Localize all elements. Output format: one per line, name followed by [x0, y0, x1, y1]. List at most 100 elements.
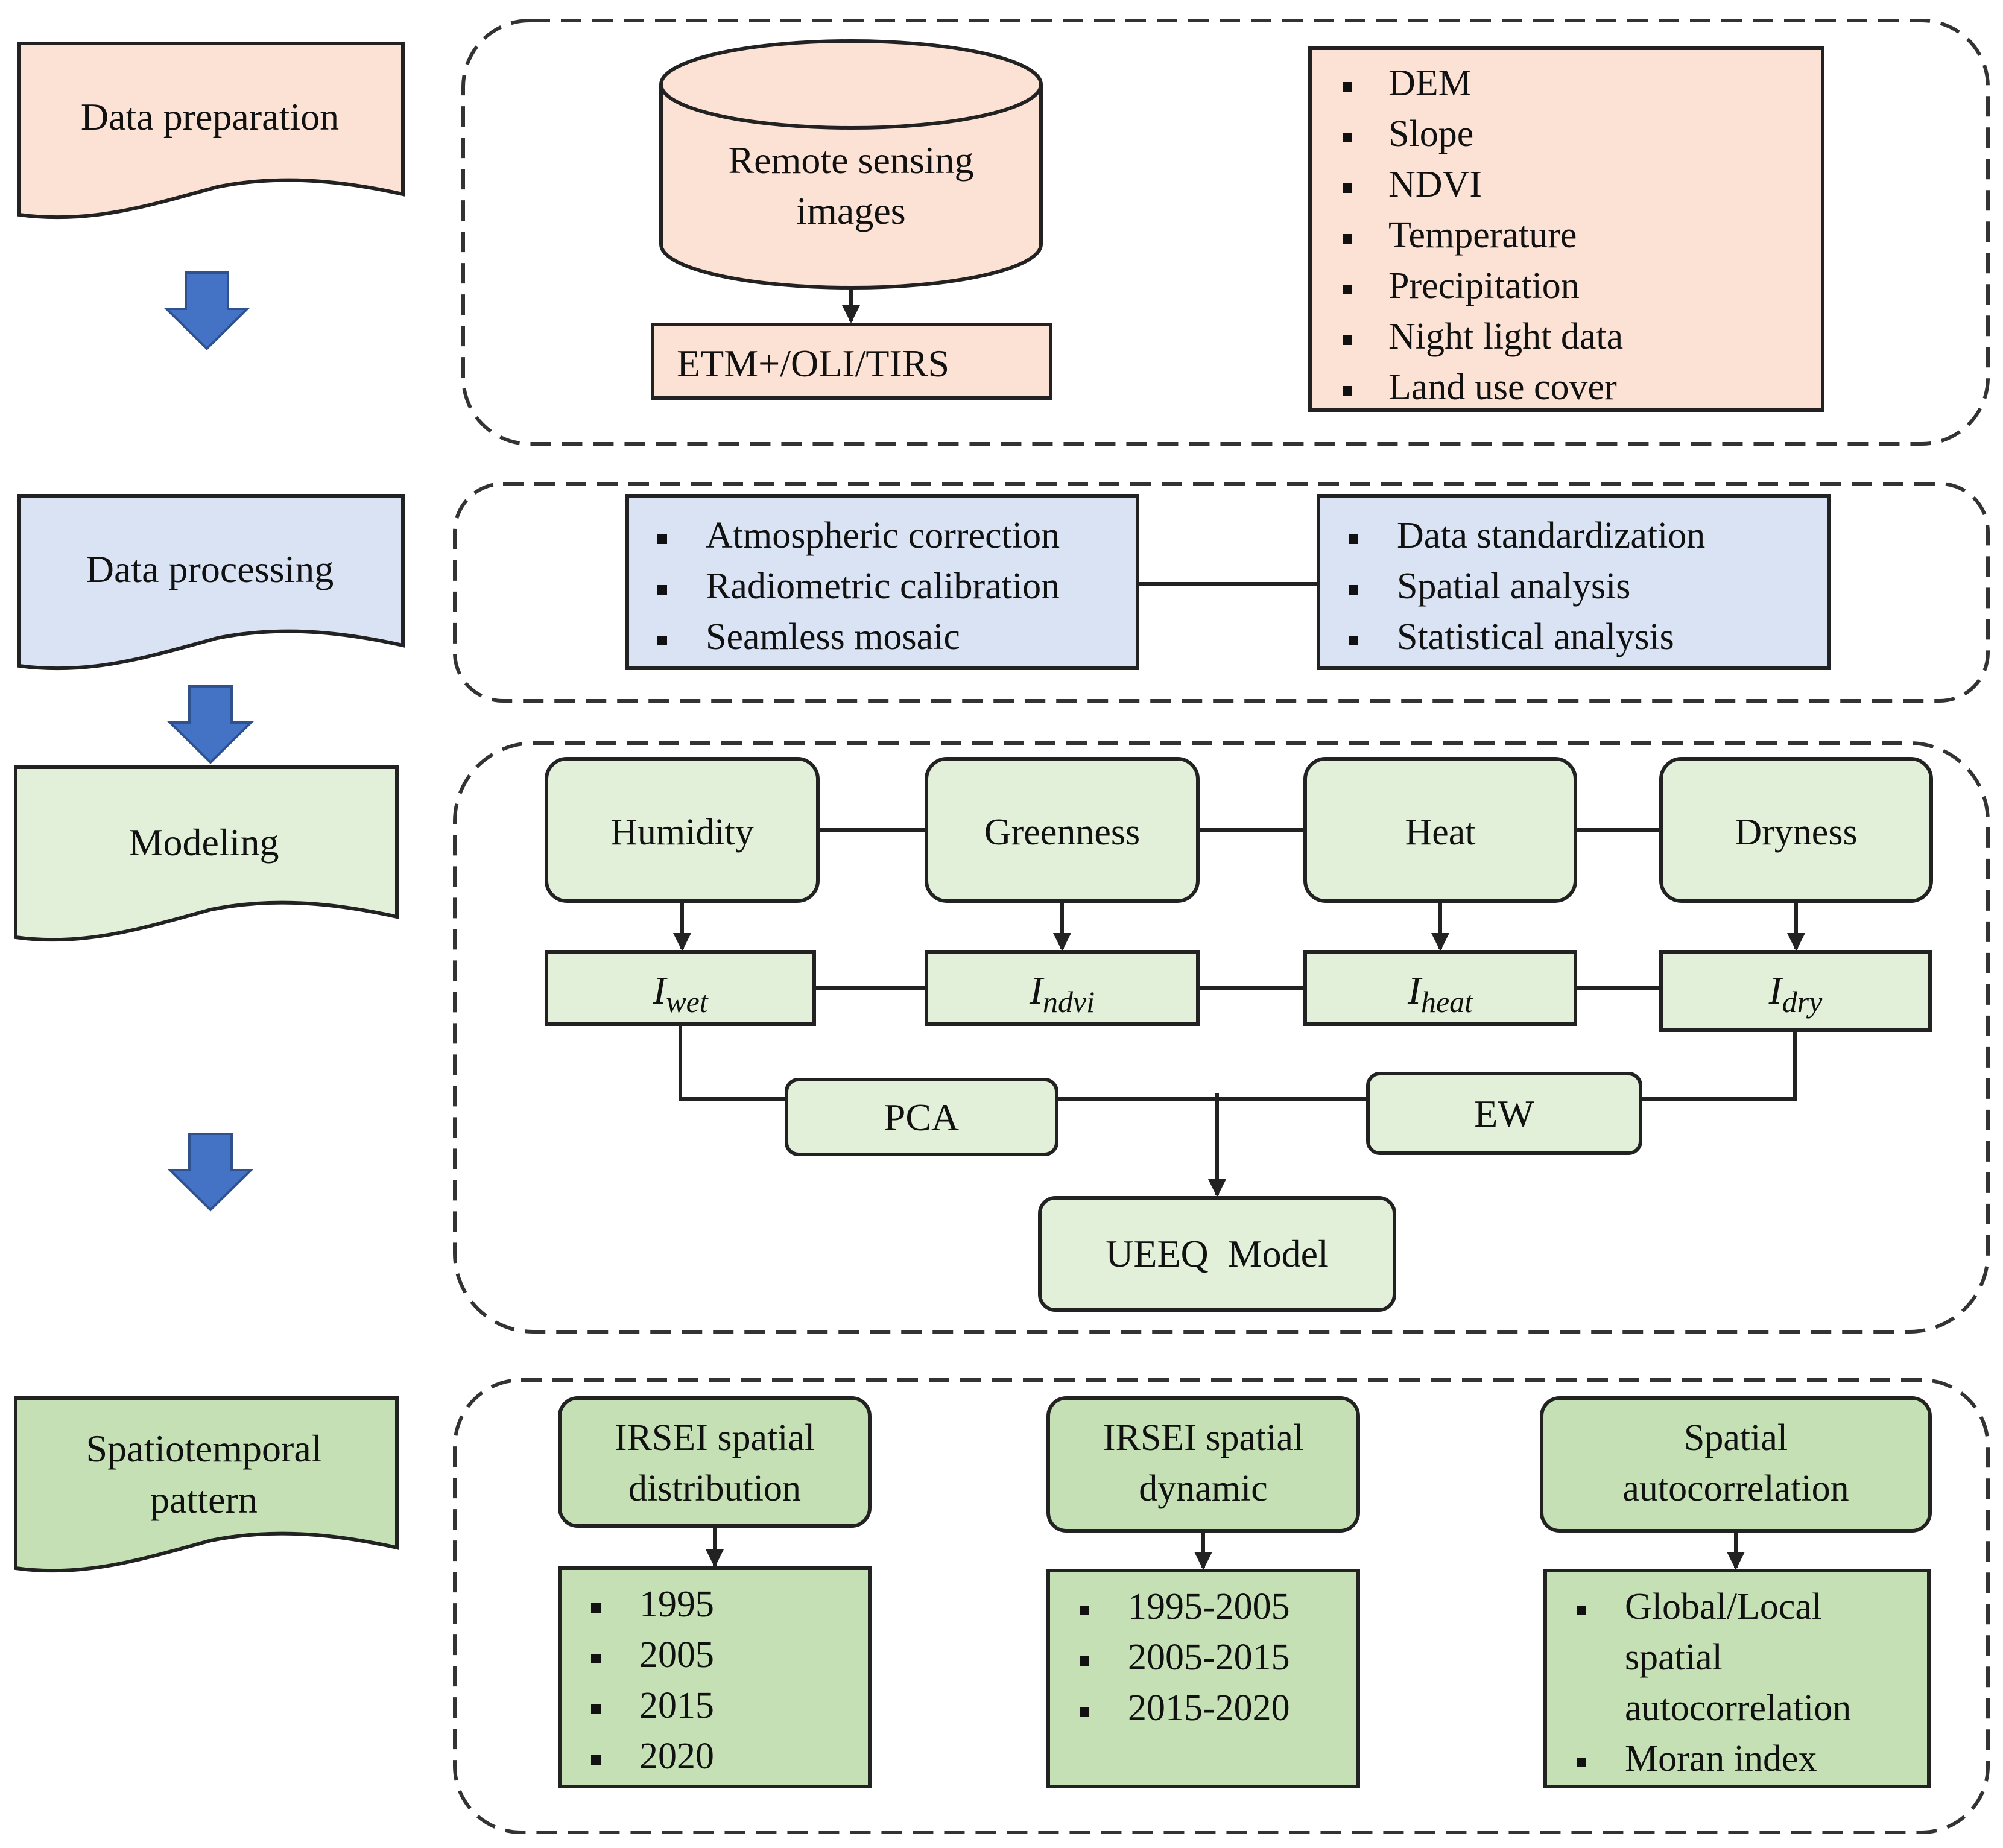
pattern-list-box	[558, 1566, 872, 1788]
stage-prep-shape	[17, 42, 405, 220]
stage-data-preparation: Data preparation	[17, 42, 405, 220]
pattern-bullet	[1577, 1606, 1586, 1615]
stage-data-processing: Data processing	[17, 494, 405, 671]
panel-spatiotemporal-pattern	[453, 1378, 1990, 1834]
pattern-list-box	[1046, 1569, 1360, 1788]
pattern-item: autocorrelation	[1625, 1688, 1851, 1729]
processing-right-bullet	[1349, 585, 1358, 595]
processing-left-item: Atmospheric correction	[706, 515, 1060, 556]
pattern-item: 2015-2020	[1128, 1688, 1290, 1729]
pattern-item: 2005	[639, 1634, 714, 1676]
stage-arrow-1	[163, 271, 250, 350]
processing-left-item: Seamless mosaic	[706, 616, 960, 657]
sensor-label: ETM+/OLI/TIRS	[677, 342, 949, 385]
stage-arrow-2	[167, 685, 254, 764]
stage-pattern-shape	[14, 1396, 399, 1573]
processing-left-bullet	[657, 534, 667, 544]
auxiliary-data-bullet	[1343, 335, 1352, 345]
panel-data-preparation	[461, 19, 1990, 446]
auxiliary-data-item: DEM	[1388, 63, 1472, 104]
factor-greenness: Greenness	[925, 757, 1200, 903]
auxiliary-data-bullet	[1343, 386, 1352, 396]
pattern-item: 2015	[639, 1685, 714, 1726]
pattern-column-1: IRSEI spatial distribution 1995 2005 2015 202…	[558, 1396, 872, 1788]
processing-right-item: Data standardization	[1397, 515, 1705, 556]
auxiliary-data-item: Night light data	[1388, 316, 1623, 357]
pattern-column-3: SpatialautocorrelationGlobal/Localspatia…	[1540, 1396, 1932, 1788]
auxiliary-data-item: NDVI	[1388, 164, 1482, 205]
factor-dryness: Dryness	[1659, 757, 1933, 903]
index-heat: Iheat	[1303, 950, 1577, 1026]
processing-right-bullet	[1349, 636, 1358, 645]
connector-dry-ew	[1641, 1030, 1797, 1101]
stage-spatiotemporal-pattern: Spatiotemporal pattern	[14, 1396, 399, 1573]
processing-right-item: Spatial analysis	[1397, 566, 1630, 607]
processing-left-bullet	[657, 585, 667, 595]
ew-label: EW	[1474, 1092, 1534, 1135]
index-label: Iheat	[1407, 969, 1473, 1019]
database-label-1: Remote sensing	[728, 139, 973, 182]
factor-label: Greenness	[984, 812, 1140, 853]
pattern-title-line: dynamic	[1139, 1468, 1268, 1509]
index-row: Iwet Indvi Iheat Idry	[545, 950, 1932, 1032]
pattern-title-line: autocorrelation	[1622, 1468, 1849, 1509]
index-dry: Idry	[1659, 950, 1932, 1032]
auxiliary-data-bullet	[1343, 183, 1352, 193]
index-label: Iwet	[652, 969, 709, 1019]
stage-prep-label: Data preparation	[81, 95, 339, 138]
auxiliary-data-bullet	[1343, 234, 1352, 244]
factor-label: Dryness	[1735, 812, 1857, 853]
ew-box: EW	[1366, 1072, 1642, 1155]
index-ndvi: Indvi	[925, 950, 1200, 1026]
pattern-item: Global/Local	[1625, 1586, 1822, 1627]
factor-humidity: Humidity	[545, 757, 820, 903]
stage-proc-label: Data processing	[86, 548, 334, 590]
pattern-column-2: IRSEI spatial dynamic 1995-2005 2005-2015 20…	[1046, 1396, 1360, 1788]
pattern-item: 2020	[639, 1736, 714, 1777]
pattern-item: 1995	[639, 1584, 714, 1625]
auxiliary-data-item: Land use cover	[1388, 367, 1617, 408]
pattern-bullet	[1080, 1606, 1089, 1615]
factor-label: Heat	[1405, 812, 1475, 853]
pattern-bullet	[591, 1755, 601, 1765]
pattern-item: 2005-2015	[1128, 1637, 1290, 1678]
pattern-title-line: IRSEI spatial	[615, 1417, 815, 1458]
pattern-list-box	[1543, 1569, 1931, 1788]
pattern-item: 1995-2005	[1128, 1586, 1290, 1627]
pca-box: PCA	[785, 1078, 1058, 1156]
processing-right-bullet	[1349, 534, 1358, 544]
panel-data-processing	[453, 482, 1990, 703]
factor-heat: Heat	[1303, 757, 1577, 903]
stage-arrow-3	[167, 1133, 254, 1212]
stage-modeling: Modeling	[14, 765, 399, 942]
pattern-bullet	[591, 1654, 601, 1663]
pattern-bullet	[1577, 1758, 1586, 1767]
auxiliary-data-bullet	[1343, 285, 1352, 294]
connector-wet-pca	[679, 1024, 786, 1101]
pattern-columns: IRSEI spatial distribution 1995 2005 2015 202…	[558, 1396, 1932, 1788]
pattern-item: Moran index	[1625, 1738, 1817, 1779]
factor-row: Humidity Greenness Heat Dryness	[545, 757, 1933, 951]
stage-model-shape	[14, 765, 399, 942]
stage-pattern-label-2: pattern	[150, 1478, 258, 1521]
pattern-bullet	[591, 1704, 601, 1714]
pattern-item: spatial	[1625, 1637, 1723, 1678]
auxiliary-data-item: Slope	[1388, 113, 1473, 154]
index-wet: Iwet	[545, 950, 816, 1026]
sensor-box: ETM+/OLI/TIRS	[651, 323, 1052, 400]
remote-sensing-database: Remote sensing images	[659, 39, 1043, 290]
pattern-title-line: distribution	[628, 1468, 801, 1509]
processing-left-item: Radiometric calibration	[706, 566, 1060, 607]
ueeq-model-box: UEEQ Model	[1038, 1196, 1396, 1312]
auxiliary-data-item: Precipitation	[1388, 265, 1580, 306]
auxiliary-data-item: Temperature	[1388, 215, 1577, 256]
pattern-title-line: IRSEI spatial	[1103, 1417, 1303, 1458]
factor-label: Humidity	[610, 812, 754, 853]
index-label: Indvi	[1029, 969, 1095, 1019]
pattern-bullet	[591, 1603, 601, 1613]
